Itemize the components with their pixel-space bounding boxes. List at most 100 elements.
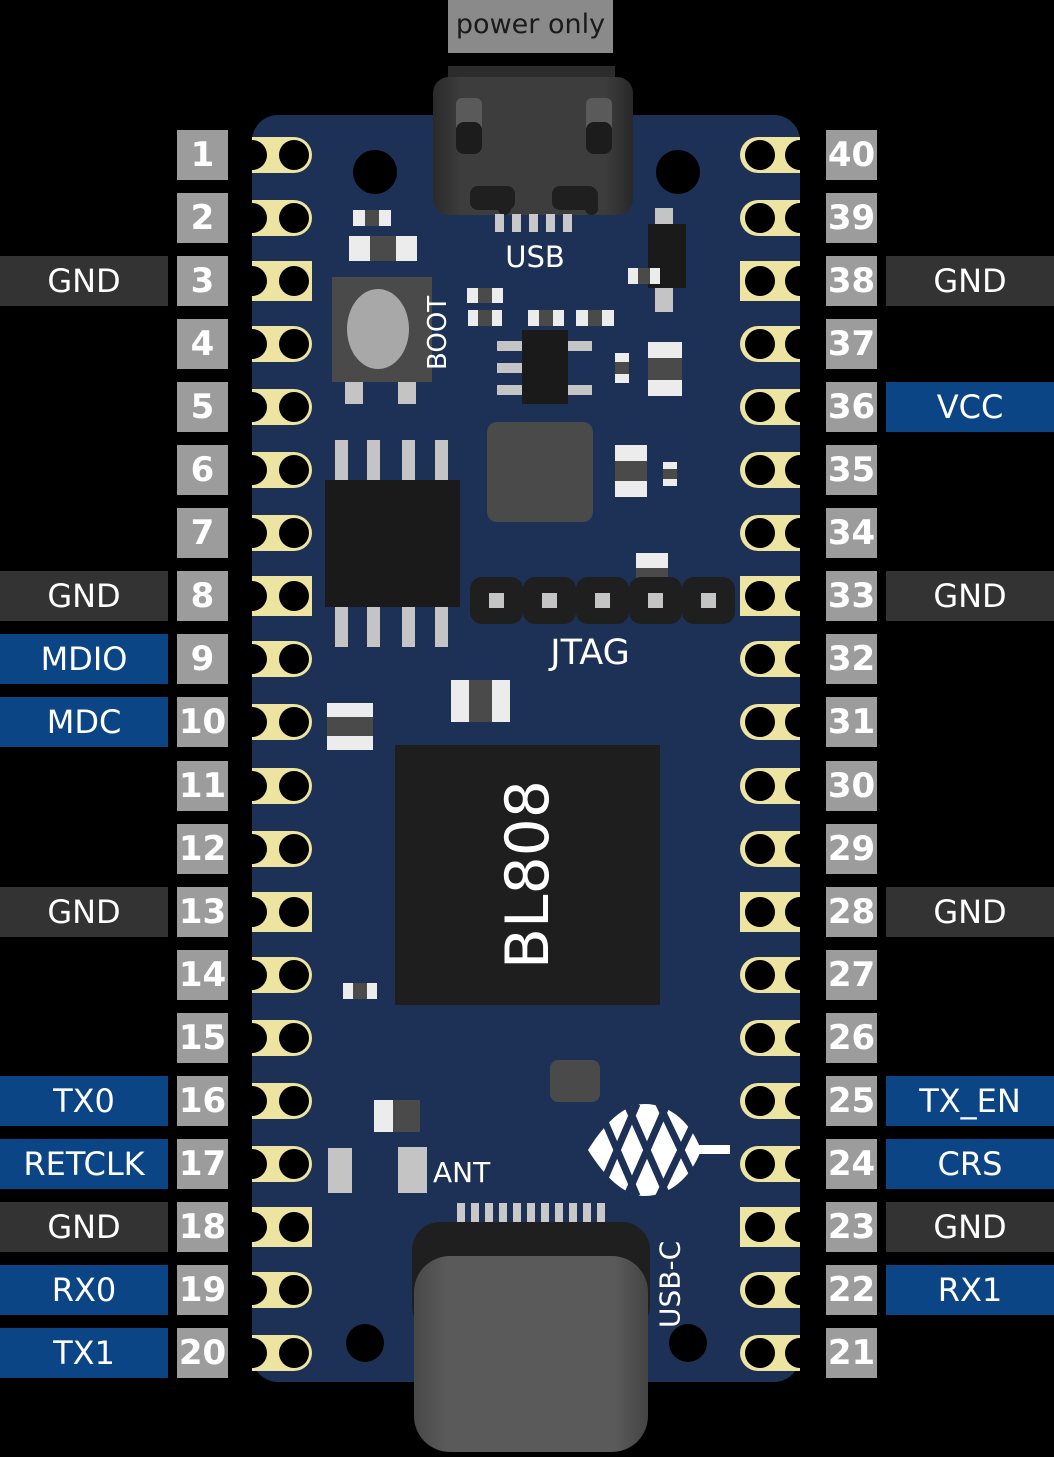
pin-castellation-37	[785, 329, 815, 360]
micro-usb-pin	[495, 214, 504, 232]
smd-resistor	[628, 268, 661, 284]
pin-number-28: 28	[826, 886, 877, 937]
pin-hole-34	[745, 518, 775, 549]
usbc-pin	[541, 1203, 549, 1222]
pin-hole-35	[745, 455, 775, 486]
pin-hole-19	[279, 1274, 309, 1305]
pin-pad-37	[740, 326, 815, 363]
soic-chip-leg	[402, 440, 415, 482]
boot-button-cap[interactable]	[347, 289, 409, 369]
pin-pad-21	[740, 1334, 815, 1371]
pin-castellation-34	[785, 518, 815, 549]
smd-resistor	[343, 983, 377, 999]
pin-pad-23	[740, 1206, 815, 1247]
pin-pad-2	[237, 200, 312, 237]
usbc-pin	[485, 1203, 493, 1222]
pin-number-14: 14	[177, 949, 228, 1000]
pin-number-12: 12	[177, 823, 228, 874]
pin-pad-12	[237, 830, 312, 867]
smd-capacitor	[327, 703, 373, 751]
pin-hole-17	[279, 1148, 309, 1179]
pin-number-38: 38	[826, 256, 877, 307]
micro-usb-pin	[546, 214, 555, 232]
pin-hole-27	[745, 959, 775, 990]
jtag-pad	[629, 577, 682, 624]
pin-number-35: 35	[826, 445, 877, 496]
smd-capacitor	[663, 462, 677, 486]
pin-label-16: TX0	[0, 1075, 168, 1126]
pin-label-25: TX_EN	[886, 1075, 1054, 1126]
ant-silkscreen-label: ANT	[433, 1156, 491, 1189]
pin-pad-13	[237, 891, 312, 932]
pin-label-19: RX0	[0, 1264, 168, 1315]
pin-pad-25	[740, 1082, 815, 1119]
pin-hole-24	[745, 1148, 775, 1179]
pin-label-23: GND	[886, 1201, 1054, 1252]
pin-castellation-2	[237, 203, 267, 234]
pin-number-22: 22	[826, 1264, 877, 1315]
usbc-pin	[555, 1203, 563, 1222]
pin-hole-11	[279, 770, 309, 801]
jtag-pad-dot	[701, 593, 716, 608]
pin-number-31: 31	[826, 697, 877, 748]
pin-pad-16	[237, 1082, 312, 1119]
pin-castellation-16	[237, 1085, 267, 1116]
pin-castellation-17	[237, 1148, 267, 1179]
sot-chip-leg	[497, 385, 523, 395]
pin-castellation-14	[237, 959, 267, 990]
micro-usb-tab	[586, 122, 612, 154]
pin-hole-36	[745, 392, 775, 423]
usbc-pin	[569, 1203, 577, 1222]
smd-resistor	[451, 680, 510, 722]
usb-silkscreen-label: USB	[505, 240, 565, 274]
soic-chip-leg	[335, 440, 348, 482]
pin-number-15: 15	[177, 1012, 228, 1063]
pin-castellation-9	[237, 644, 267, 675]
pin-number-20: 20	[177, 1327, 228, 1378]
pin-pad-6	[237, 452, 312, 489]
pin-pad-30	[740, 767, 815, 804]
pin-pad-29	[740, 830, 815, 867]
shield-module	[487, 422, 593, 522]
pin-castellation-38	[785, 266, 815, 297]
pin-castellation-5	[237, 392, 267, 423]
pin-castellation-25	[785, 1085, 815, 1116]
pin-label-28: GND	[886, 886, 1054, 937]
pin-hole-38	[745, 266, 775, 297]
jtag-pad-dot	[595, 593, 610, 608]
jtag-pad	[576, 577, 629, 624]
pin-hole-20	[279, 1337, 309, 1368]
pin-hole-26	[745, 1022, 775, 1053]
mounting-hole-top-left	[353, 150, 397, 194]
sot-chip-leg	[497, 363, 523, 373]
boot-button-leg	[345, 382, 363, 404]
pin-castellation-10	[237, 707, 267, 738]
pin-hole-31	[745, 707, 775, 738]
pin-castellation-4	[237, 329, 267, 360]
pin-hole-25	[745, 1085, 775, 1116]
pin-castellation-40	[785, 140, 815, 170]
pin-pad-9	[237, 641, 312, 678]
pin-pad-27	[740, 956, 815, 993]
pin-castellation-24	[785, 1148, 815, 1179]
smd-resistor	[467, 288, 503, 303]
pin-castellation-32	[785, 644, 815, 675]
pin-pad-19	[237, 1271, 312, 1308]
pin-label-18: GND	[0, 1201, 168, 1252]
boot-silkscreen-label: BOOT	[423, 295, 453, 370]
pin-hole-32	[745, 644, 775, 675]
usbc-pin	[471, 1203, 479, 1222]
pin-pad-3	[237, 261, 312, 302]
pin-castellation-23	[785, 1211, 815, 1242]
pin-pad-31	[740, 704, 815, 741]
pin-pad-40	[740, 137, 815, 173]
pin-hole-2	[279, 203, 309, 234]
smd-capacitor	[648, 342, 682, 396]
soic-chip-leg	[435, 605, 448, 647]
pin-castellation-33	[785, 581, 815, 612]
pin-number-29: 29	[826, 823, 877, 874]
smd-resistor	[353, 210, 391, 226]
pin-number-40: 40	[826, 130, 877, 180]
pin-castellation-12	[237, 833, 267, 864]
pin-number-36: 36	[826, 382, 877, 433]
